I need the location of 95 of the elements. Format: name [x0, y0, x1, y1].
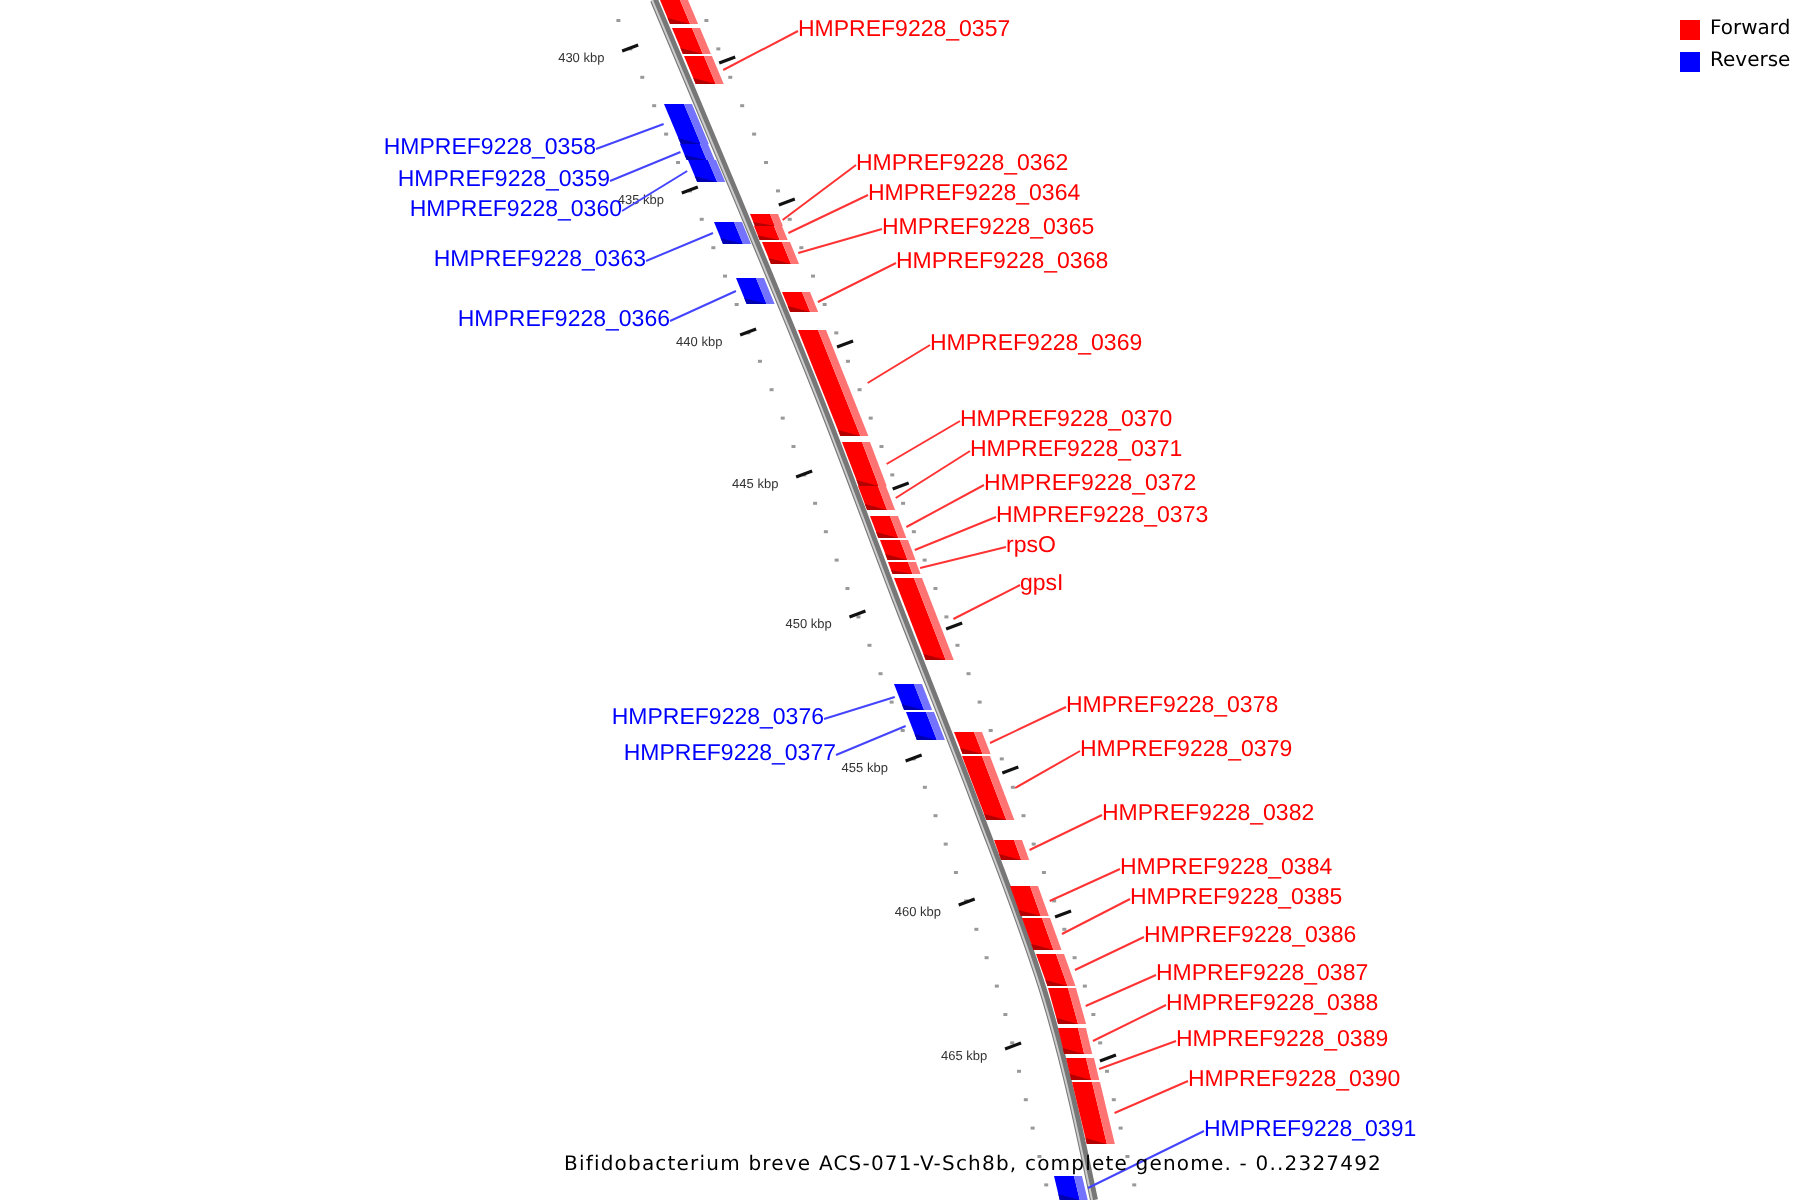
gene-label: HMPREF9228_0377	[623, 742, 836, 768]
leader-line	[866, 344, 931, 384]
gene-block	[1022, 918, 1062, 950]
gene-label: HMPREF9228_0391	[1204, 1118, 1417, 1144]
leader-line	[669, 290, 737, 322]
gene-block	[1065, 1058, 1100, 1080]
leader-line	[781, 164, 857, 221]
gene-block	[841, 442, 887, 486]
gene-label: HMPREF9228_0371	[970, 438, 1183, 464]
leader-line	[1028, 814, 1103, 851]
gene-block	[754, 226, 789, 240]
gene-label: HMPREF9228_0366	[457, 308, 670, 334]
leader-line	[722, 30, 799, 71]
gene-label: HMPREF9228_0384	[1120, 856, 1333, 882]
gene-block	[660, 0, 699, 24]
leader-line	[595, 123, 665, 150]
gene-block	[1058, 1028, 1093, 1054]
leader-line	[885, 420, 961, 465]
leader-line	[1113, 1080, 1189, 1114]
gene-label: HMPREF9228_0362	[856, 152, 1069, 178]
gene-block	[870, 516, 907, 538]
gene-block	[905, 712, 945, 740]
leader-line	[989, 706, 1067, 744]
leader-line	[905, 484, 985, 528]
gene-block	[879, 540, 915, 560]
gene-label: HMPREF9228_0364	[868, 182, 1081, 208]
leader-line	[835, 725, 907, 756]
gene-label: HMPREF9228_0360	[409, 198, 622, 224]
gene-block	[781, 292, 818, 312]
gene-block	[663, 104, 709, 144]
leader-line	[787, 194, 869, 234]
legend-label: Reverse	[1710, 50, 1791, 72]
gene-block	[962, 756, 1016, 820]
gene-label: gpsI	[1020, 572, 1064, 598]
gene-label: HMPREF9228_0363	[433, 248, 646, 274]
gene-block	[671, 28, 711, 54]
leader-line	[1048, 868, 1121, 902]
leader-line	[645, 232, 714, 262]
gene-label: HMPREF9228_0386	[1144, 924, 1357, 950]
gene-block	[1035, 954, 1075, 986]
gene-label: HMPREF9228_0373	[996, 504, 1209, 530]
gene-block	[683, 56, 724, 84]
gene-block	[1047, 988, 1086, 1024]
gene-label: HMPREF9228_0382	[1102, 802, 1315, 828]
gene-label: HMPREF9228_0389	[1176, 1028, 1389, 1054]
gene-label: HMPREF9228_0368	[896, 250, 1109, 276]
gene-label: rpsO	[1006, 534, 1056, 560]
leader-line	[621, 170, 689, 212]
gene-block	[713, 222, 750, 244]
leader-line	[894, 450, 971, 499]
gene-label: HMPREF9228_0378	[1066, 694, 1279, 720]
gene-label: HMPREF9228_0390	[1188, 1068, 1401, 1094]
gene-label: HMPREF9228_0359	[397, 168, 610, 194]
gene-block	[735, 278, 775, 304]
gene-label: HMPREF9228_0379	[1080, 738, 1293, 764]
gene-block	[680, 144, 716, 160]
gene-label: HMPREF9228_0376	[611, 706, 824, 732]
leader-line	[609, 151, 682, 182]
gene-block	[1071, 1082, 1115, 1144]
gene-block	[858, 486, 896, 510]
gene-block	[687, 160, 725, 182]
legend-label: Forward	[1710, 18, 1791, 40]
leader-line	[919, 546, 1007, 569]
leader-line	[823, 696, 896, 720]
leader-line	[1098, 1040, 1177, 1070]
gene-block	[1010, 886, 1050, 916]
gene-block	[893, 578, 954, 660]
gene-block	[1054, 1176, 1088, 1200]
leader-line	[1086, 1130, 1205, 1189]
gene-block	[887, 562, 921, 574]
leader-line	[913, 516, 997, 551]
gene-label: HMPREF9228_0387	[1156, 962, 1369, 988]
caption: Bifidobacterium breve ACS-071-V-Sch8b, complete genome. - 0..2327492	[564, 1154, 1383, 1176]
gene-block	[797, 330, 868, 436]
leader-line	[816, 262, 897, 303]
gene-label: HMPREF9228_0369	[930, 332, 1143, 358]
gene-block	[894, 684, 933, 710]
leader-line	[1091, 1004, 1167, 1042]
leader-line	[797, 228, 883, 254]
leader-line	[1014, 750, 1081, 789]
gene-label: HMPREF9228_0365	[882, 216, 1095, 242]
gene-label: HMPREF9228_0358	[383, 136, 596, 162]
gene-label: HMPREF9228_0385	[1130, 886, 1343, 912]
gene-block	[749, 214, 783, 226]
gene-label: HMPREF9228_0388	[1166, 992, 1379, 1018]
leader-line	[952, 584, 1021, 620]
gene-label: HMPREF9228_0370	[960, 408, 1173, 434]
gene-label: HMPREF9228_0372	[984, 472, 1197, 498]
leader-line	[1060, 898, 1131, 935]
gene-block	[994, 840, 1030, 860]
leader-line	[1073, 936, 1145, 971]
gene-block	[761, 242, 799, 264]
gene-block	[953, 732, 991, 754]
leader-line	[1084, 974, 1157, 1007]
gene-label: HMPREF9228_0357	[798, 18, 1011, 44]
